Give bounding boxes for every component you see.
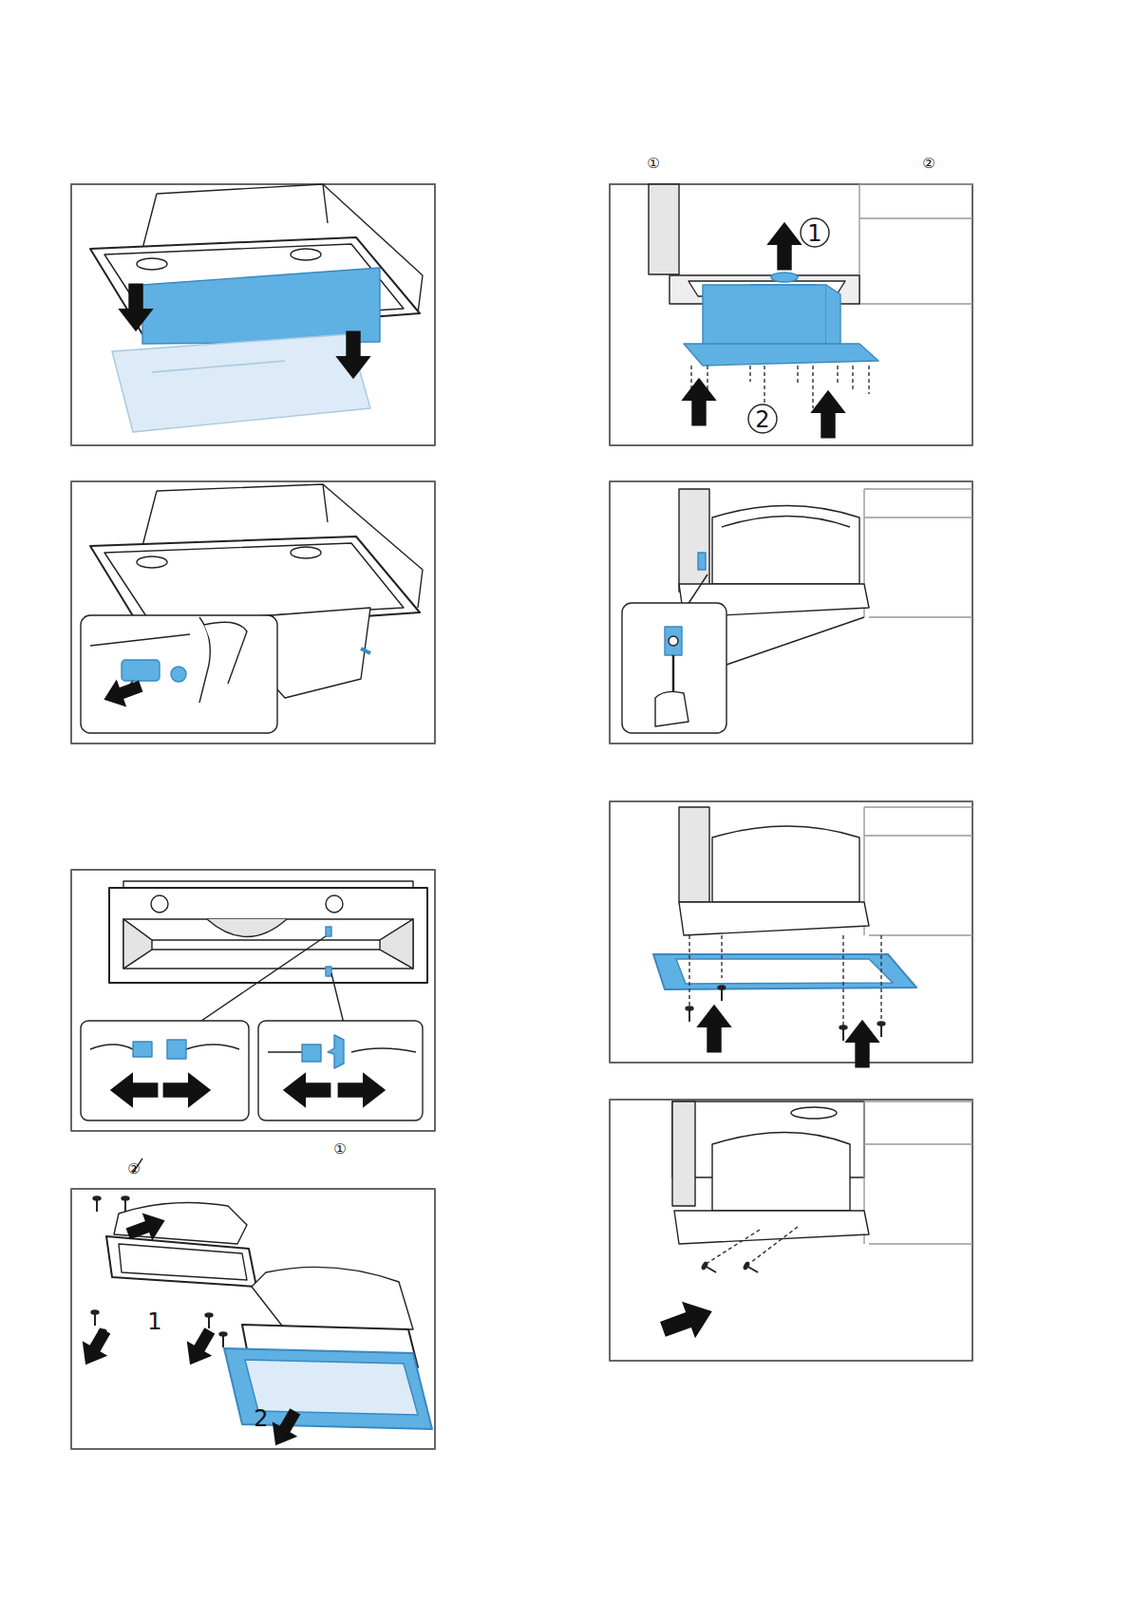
callout-number: 1 — [147, 1310, 162, 1334]
hood-insertion — [648, 184, 973, 438]
hood-frame-removal — [73, 1158, 433, 1453]
final-fixing — [656, 1101, 973, 1348]
hood-fixing — [622, 489, 973, 734]
hood-connector — [80, 484, 423, 734]
callout-number: 2 — [754, 408, 770, 432]
hood-filter-panel — [90, 184, 423, 433]
panel-frame — [71, 184, 973, 1450]
hood-front-view — [80, 881, 428, 1121]
step-reference: ① — [646, 156, 660, 171]
step-reference: ① — [333, 1142, 346, 1157]
callout-number: 2 — [253, 1407, 268, 1431]
step-reference: ② — [127, 1162, 140, 1177]
callout-number: 1 — [807, 222, 822, 246]
step-reference: ② — [922, 156, 935, 171]
frame-attachment — [653, 807, 973, 1068]
